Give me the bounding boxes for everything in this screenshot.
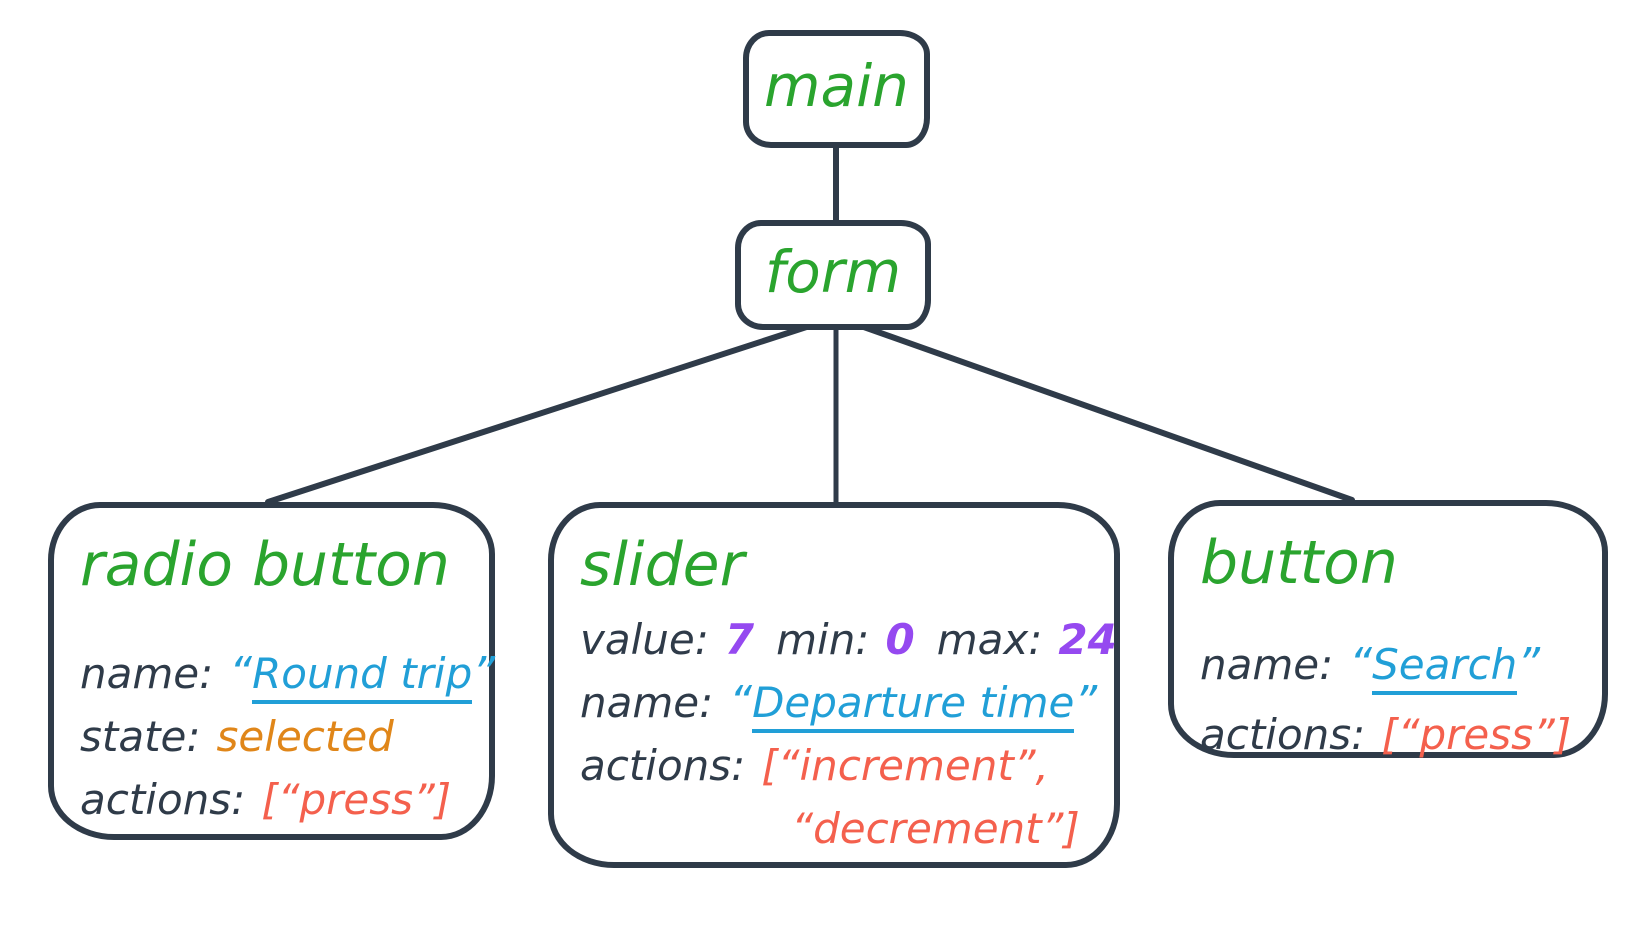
state-value: selected bbox=[216, 712, 394, 761]
name-value: Departure time bbox=[752, 679, 1075, 734]
property-row-name: name: “ Search ” bbox=[1200, 630, 1592, 700]
node-radio-button: radio button name: “ Round trip ” state:… bbox=[48, 502, 495, 840]
node-button: button name: “ Search ” actions: [“press… bbox=[1168, 500, 1608, 759]
node-main-label: main bbox=[764, 52, 909, 120]
actions-value-line2: “decrement”] bbox=[791, 804, 1080, 853]
node-form: form bbox=[735, 220, 931, 330]
actions-value-line1: [“increment”, bbox=[761, 741, 1049, 790]
value-number: 7 bbox=[724, 615, 755, 664]
property-row-name: name: “ Departure time ” bbox=[580, 671, 1104, 734]
node-form-label: form bbox=[764, 238, 902, 306]
min-number: 0 bbox=[885, 615, 915, 664]
node-slider-title: slider bbox=[580, 530, 745, 600]
actions-value: [“press”] bbox=[1381, 710, 1572, 759]
node-slider: slider value: 7 min: 0 max: 24 name: “ D… bbox=[548, 502, 1120, 868]
actions-label: actions: bbox=[580, 741, 746, 790]
value-label: value: bbox=[580, 615, 709, 664]
actions-value: [“press”] bbox=[261, 775, 452, 824]
close-quote: ” bbox=[1517, 639, 1541, 690]
open-quote: “ bbox=[729, 677, 753, 728]
state-label: state: bbox=[80, 712, 201, 761]
actions-label: actions: bbox=[1200, 710, 1366, 759]
node-button-title: button bbox=[1200, 528, 1398, 598]
open-quote: “ bbox=[229, 648, 253, 699]
min-label: min: bbox=[776, 615, 870, 664]
radio-button-properties: name: “ Round trip ” state: selected act… bbox=[80, 642, 495, 831]
open-quote: “ bbox=[1349, 639, 1373, 690]
slider-properties: value: 7 min: 0 max: 24 name: “ Departur… bbox=[580, 608, 1117, 860]
actions-value: [“increment”, “decrement”] bbox=[761, 734, 1079, 860]
close-quote: ” bbox=[1074, 677, 1098, 728]
property-row-actions: actions: [“press”] bbox=[80, 768, 479, 831]
property-row-actions: actions: [“press”] bbox=[1200, 700, 1592, 770]
node-radio-button-title: radio button bbox=[80, 530, 450, 600]
edge-form-button bbox=[841, 317, 1355, 503]
property-row-name: name: “ Round trip ” bbox=[80, 642, 495, 705]
name-label: name: bbox=[80, 649, 214, 698]
name-value: Round trip bbox=[252, 650, 473, 705]
actions-label: actions: bbox=[80, 775, 246, 824]
name-label: name: bbox=[1200, 640, 1334, 689]
max-label: max: bbox=[936, 615, 1043, 664]
name-label: name: bbox=[580, 678, 714, 727]
max-number: 24 bbox=[1058, 615, 1117, 664]
button-properties: name: “ Search ” actions: [“press”] bbox=[1200, 630, 1592, 770]
close-quote: ” bbox=[472, 648, 496, 699]
property-row-state: state: selected bbox=[80, 705, 479, 768]
edge-form-radio-button bbox=[265, 317, 831, 505]
property-row-actions: actions: [“increment”, “decrement”] bbox=[580, 734, 1104, 860]
property-row-value-min-max: value: 7 min: 0 max: 24 bbox=[580, 608, 1117, 671]
node-main: main bbox=[743, 30, 930, 148]
name-value: Search bbox=[1372, 641, 1518, 696]
